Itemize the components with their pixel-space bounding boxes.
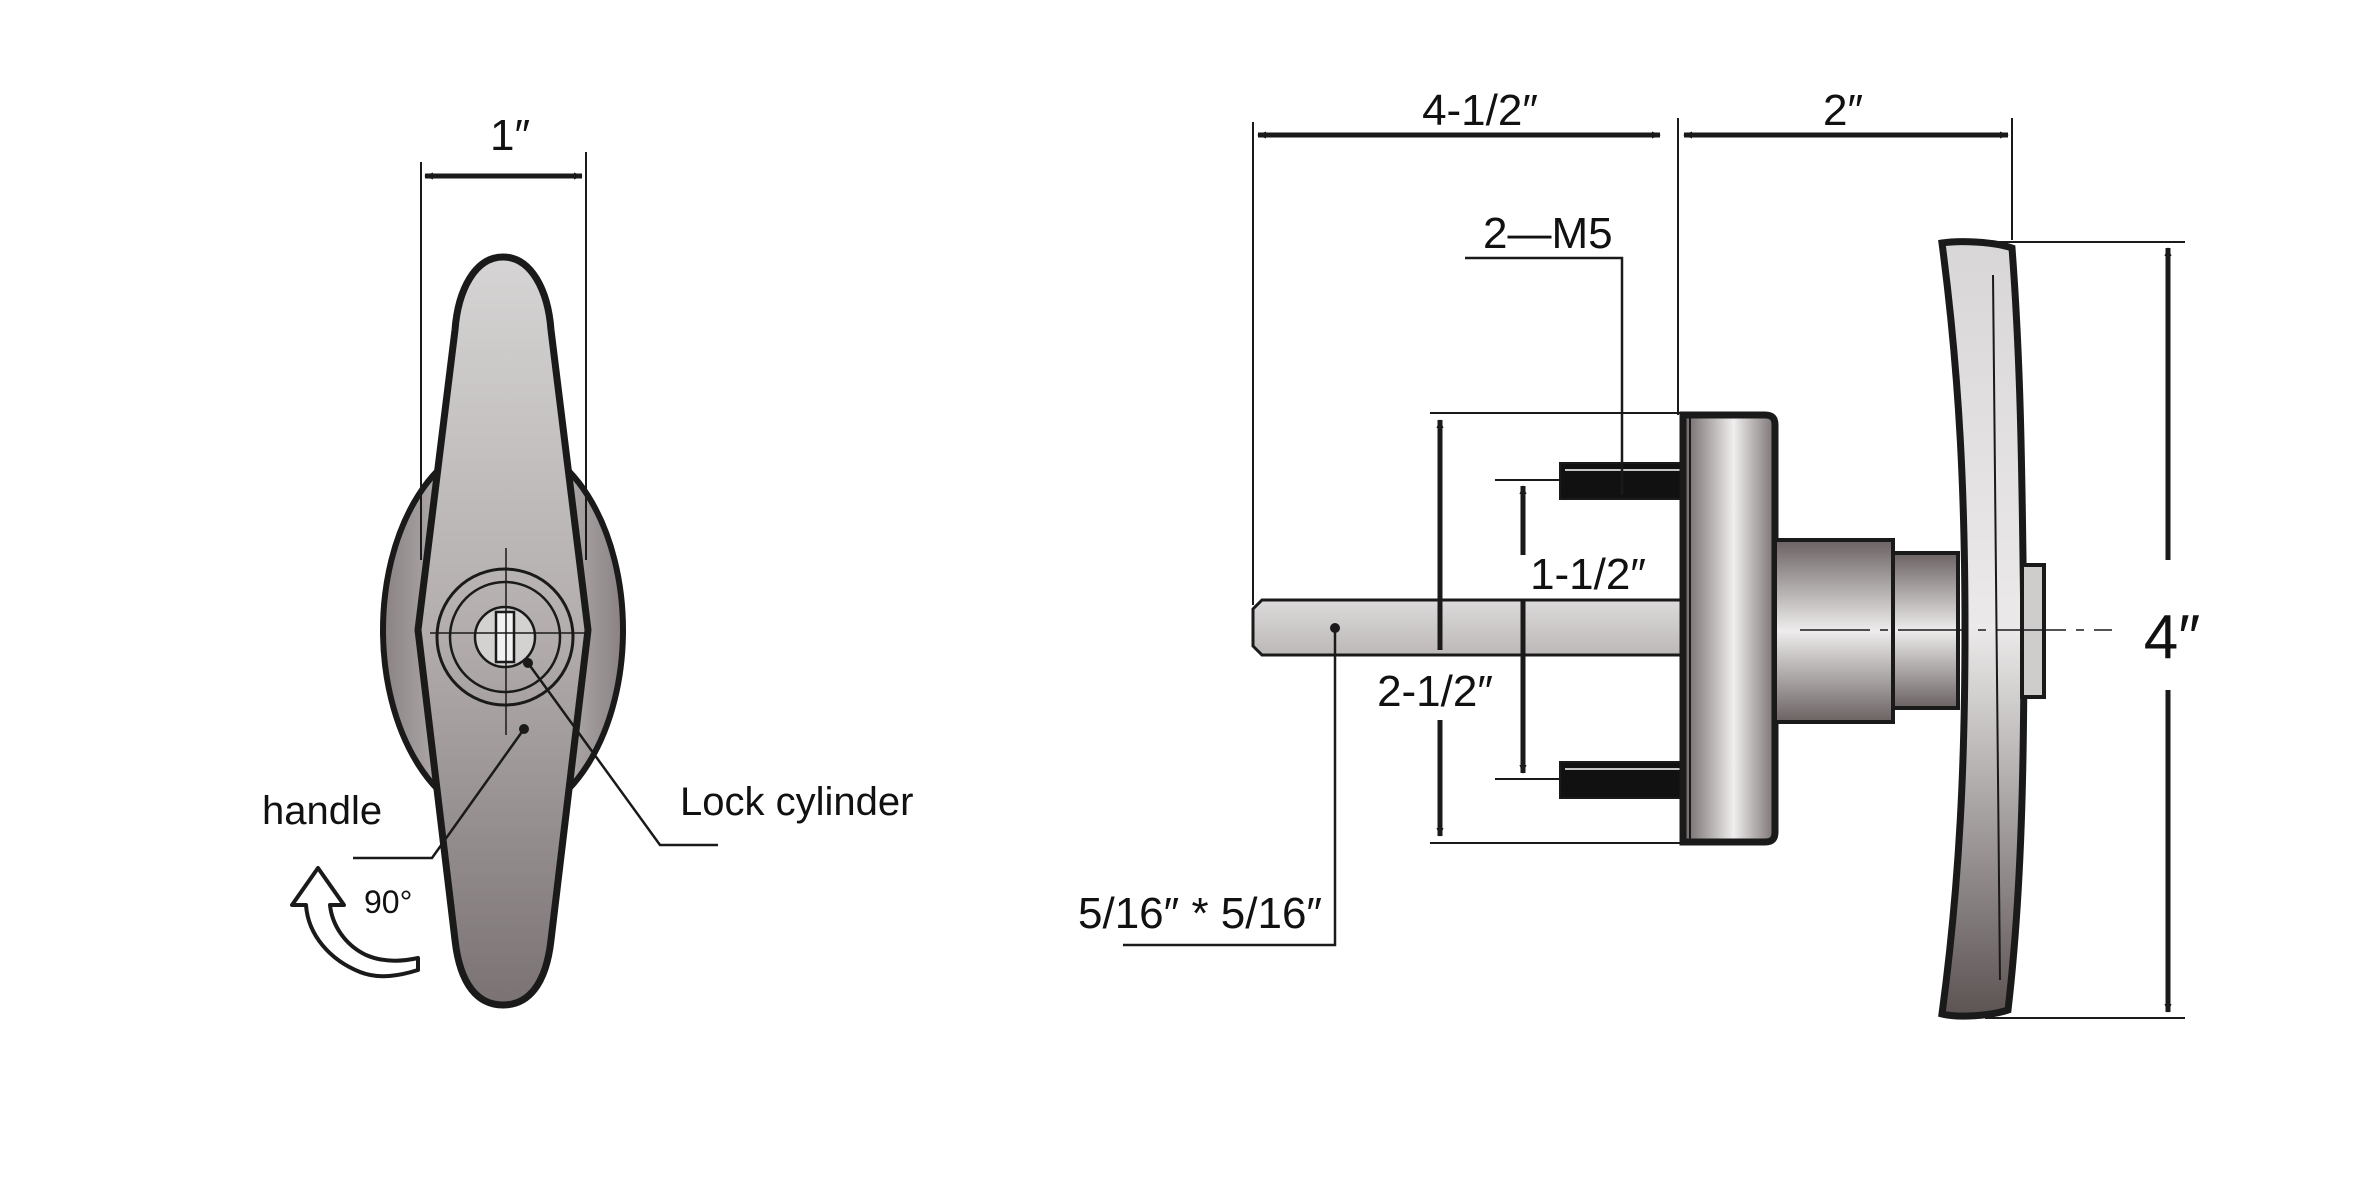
height-dimension-label: 4″ [2144,603,2200,672]
flange [1679,411,1779,846]
depth-dimension-label: 2″ [1823,86,1863,135]
keyway [494,610,516,664]
lock-cylinder-mid [448,580,562,694]
width-dimension-label: 1″ [490,111,530,160]
side-view: 4-1/2″ 2″ 5/16″ * 5/16″ 2—M5 4″ [1078,86,2200,1020]
front-view: 1″ handle Lock cylinder 90° [262,111,913,1009]
rotation-label: 90° [364,884,412,920]
lock-cylinder-label: Lock cylinder [680,780,913,824]
handle-leader [353,728,526,860]
hub [1773,538,1895,724]
shaft-dimension-label: 5/16″ * 5/16″ [1078,889,1322,938]
shaft-leader [1123,628,1337,947]
handle-label: handle [262,789,382,833]
hole-spacing-label: 1-1/2″ [1530,550,1646,599]
screw-leader [1465,256,1624,495]
length-dimension-label: 4-1/2″ [1422,86,1538,135]
screw-label: 2—M5 [1483,209,1613,258]
flange-dimension-label: 2-1/2″ [1377,667,1493,716]
end-cap [2020,563,2046,699]
lock-cylinder-outer [435,567,575,707]
lock-cylinder-leader [526,662,718,847]
screw-stud-bottom [1559,761,1686,799]
square-shaft [1251,598,1692,657]
t-handle-blade [1938,238,2028,1020]
rotation-arrow-icon [290,866,420,979]
